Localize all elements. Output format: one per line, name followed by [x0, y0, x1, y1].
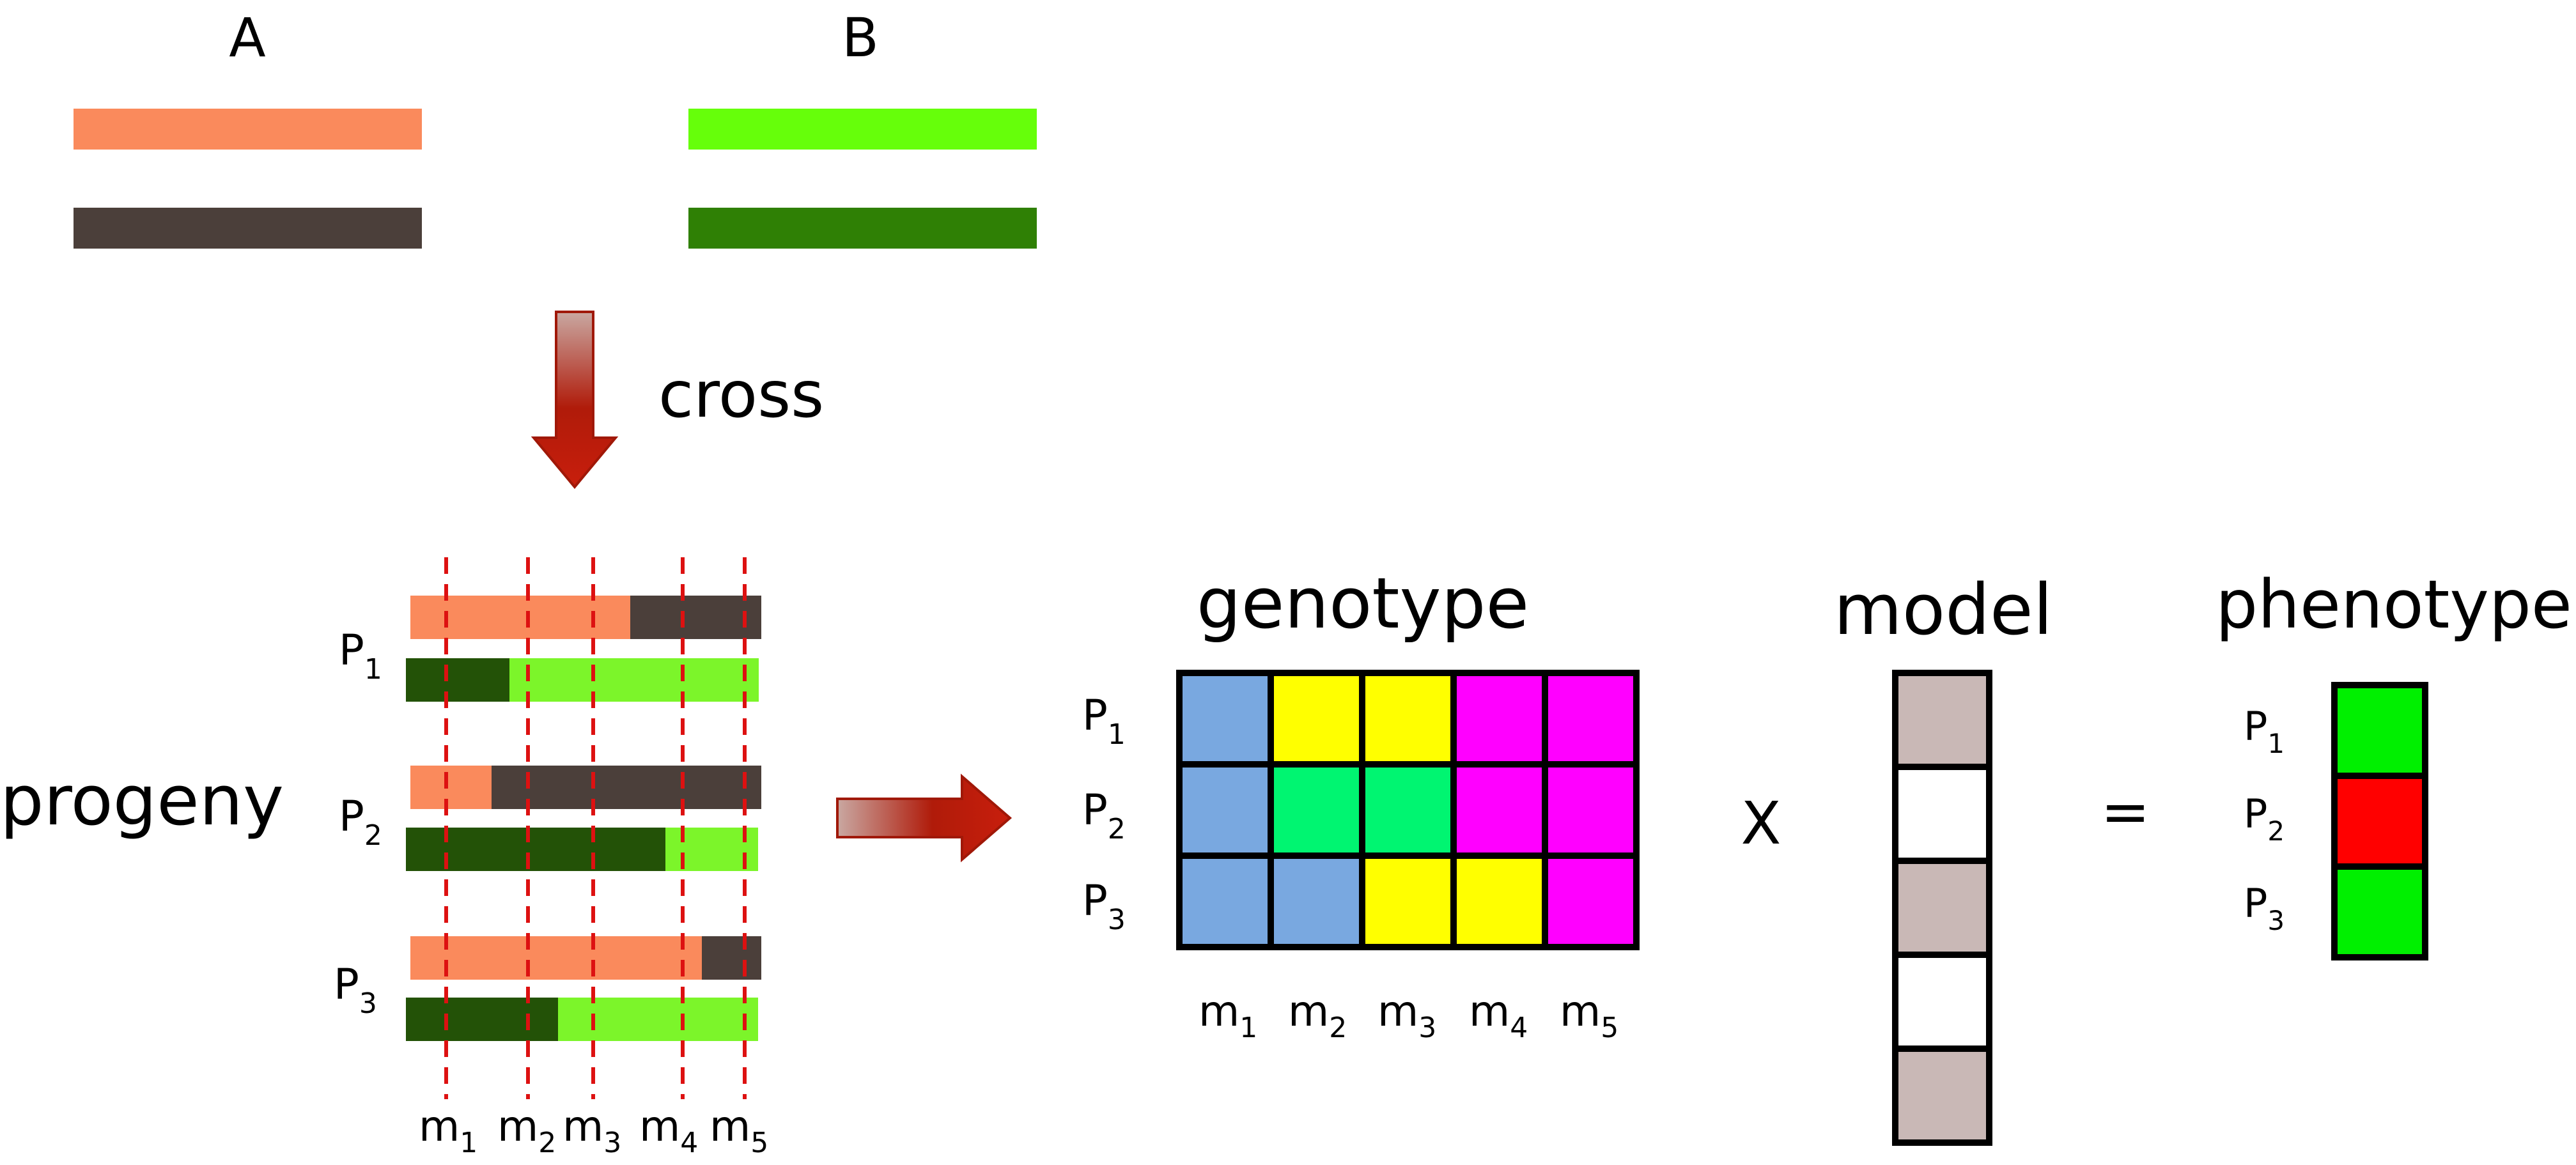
p2-top-parent-a-dark-segment — [492, 766, 761, 809]
genotype-cell-r1-c4 — [1450, 670, 1548, 768]
cross-arrow-icon — [531, 311, 619, 490]
progeny-p1 — [406, 596, 761, 702]
progeny-marker-label-m3: m3 — [563, 1102, 621, 1159]
genotype-row-label-p3: P3 — [1082, 876, 1126, 936]
phenotype-row-label-p2: P2 — [2244, 791, 2285, 847]
phenotype-row-labels: P1 P2 P3 — [2244, 703, 2285, 936]
progeny-row-label-p3: P3 — [334, 960, 377, 1020]
parent-b-chromosome-1 — [688, 109, 1037, 150]
parent-a-chromosome-1 — [74, 109, 422, 150]
phenotype-row-label-p1: P1 — [2244, 703, 2285, 759]
genotype-col-label-m1: m1 — [1199, 987, 1257, 1044]
phenotype-title: phenotype — [2215, 566, 2572, 644]
genotype-cell-r3-c5 — [1542, 853, 1640, 950]
genotype-cell-r3-c2 — [1268, 853, 1365, 950]
parent-b-label: B — [842, 6, 879, 69]
p3-bottom-parent-b-light-segment — [558, 998, 758, 1041]
progeny-marker-label-m5: m5 — [710, 1102, 768, 1159]
genotype-cell-r1-c5 — [1542, 670, 1640, 768]
progeny-row-labels: P1 P2 P3 — [334, 626, 382, 1020]
cross-arrow: cross — [531, 311, 824, 490]
genotype-cell-r2-c4 — [1450, 761, 1548, 859]
p1-top-parent-a-segment — [410, 596, 630, 639]
parent-a-chromosome-2 — [74, 208, 422, 249]
phenotype-cell-p1 — [2331, 682, 2428, 779]
progeny-marker-label-m1: m1 — [419, 1102, 477, 1159]
p1-bottom-parent-b-light-segment — [509, 658, 759, 702]
p3-top-parent-a-segment — [410, 936, 702, 980]
equals-operator: = — [2100, 778, 2150, 846]
multiply-operator: X — [1741, 789, 1781, 858]
progeny-marker-label-m2: m2 — [497, 1102, 556, 1159]
genotype-cell-r3-c4 — [1450, 853, 1548, 950]
phenotype-row-label-p3: P3 — [2244, 880, 2285, 936]
parent-a-label: A — [229, 6, 265, 69]
model-cell-1 — [1892, 670, 1992, 770]
genotype-arrow-icon — [836, 773, 1013, 863]
model-cell-5 — [1892, 1045, 1992, 1146]
genotype-col-label-m4: m4 — [1469, 987, 1528, 1044]
genotype-row-label-p2: P2 — [1082, 785, 1126, 845]
genotype-cell-r2-c2 — [1268, 761, 1365, 859]
progeny-row-label-p2: P2 — [339, 792, 382, 852]
genotype-row-label-p1: P1 — [1082, 691, 1126, 751]
phenotype-vector: phenotype — [2215, 566, 2572, 961]
p3-bottom-parent-b-dark-segment — [406, 998, 558, 1041]
progeny-p2 — [406, 766, 761, 871]
genotype-title: genotype — [1197, 562, 1529, 644]
genotype-cell-r2-c5 — [1542, 761, 1640, 859]
genotype-cell-r1-c3 — [1359, 670, 1457, 768]
phenotype-cell-p2 — [2331, 773, 2428, 870]
genotype-matrix: genotype — [1176, 562, 1640, 950]
parent-b-chromosome-2 — [688, 208, 1037, 249]
p2-top-parent-a-segment — [410, 766, 492, 809]
marker-lines — [444, 557, 747, 1099]
parent-a: A — [74, 6, 422, 249]
phenotype-cell-p3 — [2331, 863, 2428, 961]
model-vector: model — [1834, 569, 2053, 1146]
genotype-cell-r1-c2 — [1268, 670, 1365, 768]
genotype-cell-r2-c3 — [1359, 761, 1457, 859]
genotype-column-labels: m1 m2 m3 m4 m5 — [1199, 987, 1618, 1044]
genotype-row-labels: P1 P2 P3 — [1082, 691, 1126, 936]
model-cell-2 — [1892, 764, 1992, 864]
model-cell-4 — [1892, 952, 1992, 1052]
genotype-col-label-m5: m5 — [1560, 987, 1618, 1044]
p2-bottom-parent-b-dark-segment — [406, 828, 665, 871]
progeny-p3 — [406, 936, 761, 1041]
genotype-cell-r2-c1 — [1176, 761, 1274, 859]
parent-b: B — [688, 6, 1037, 249]
genotype-cell-r1-c1 — [1176, 670, 1274, 768]
genotype-col-label-m3: m3 — [1377, 987, 1436, 1044]
progeny-chromosomes — [406, 596, 761, 1041]
model-cell-3 — [1892, 858, 1992, 958]
progeny-marker-label-m4: m4 — [639, 1102, 698, 1159]
model-title: model — [1834, 569, 2053, 651]
progeny-row-label-p1: P1 — [339, 626, 382, 686]
p1-top-parent-a-dark-segment — [630, 596, 761, 639]
progeny-marker-labels: m1 m2 m3 m4 m5 — [419, 1102, 768, 1159]
p1-bottom-parent-b-dark-segment — [406, 658, 509, 702]
p3-top-parent-a-dark-segment — [702, 936, 761, 980]
progeny-label: progeny — [0, 761, 284, 841]
genotype-col-label-m2: m2 — [1288, 987, 1347, 1044]
cross-label: cross — [658, 357, 824, 432]
genotype-cell-r3-c3 — [1359, 853, 1457, 950]
genotype-cell-r3-c1 — [1176, 853, 1274, 950]
